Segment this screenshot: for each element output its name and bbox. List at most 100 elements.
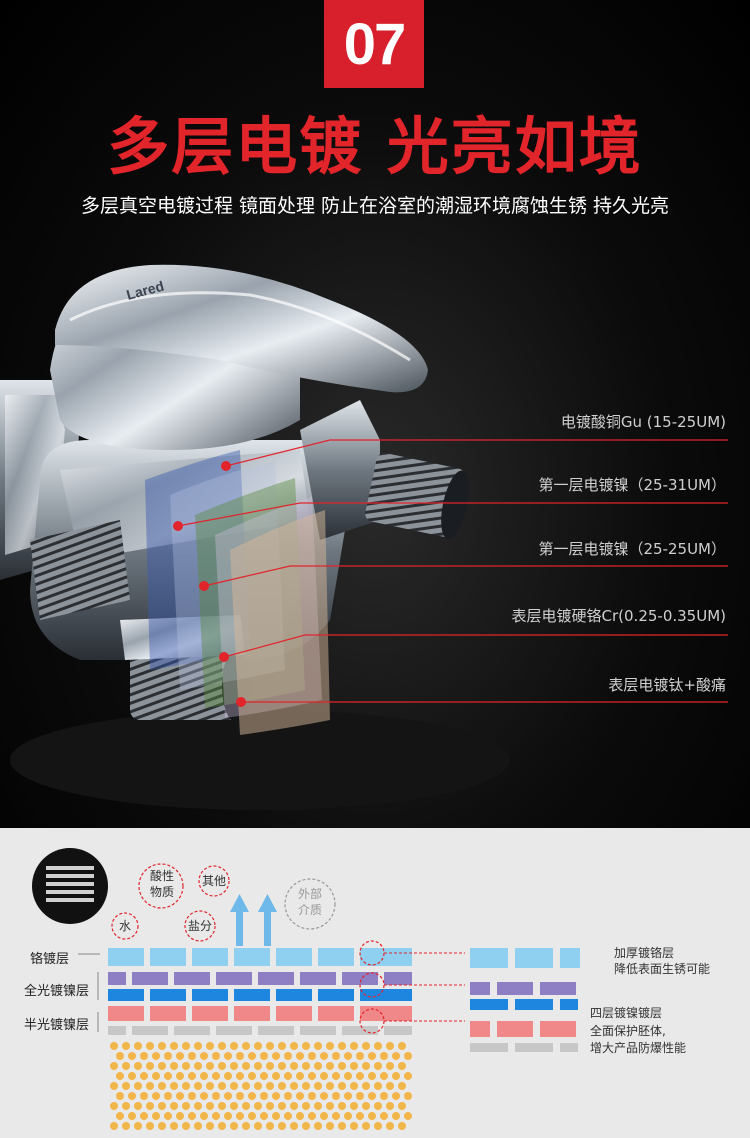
base-dot [164,1052,172,1060]
base-dot [206,1102,214,1110]
base-dot [170,1122,178,1130]
base-dot [152,1092,160,1100]
base-dot [230,1122,238,1130]
base-dot [380,1072,388,1080]
base-dot [188,1072,196,1080]
callout-nickel-2: 第一层电镀镍（25-25UM） [538,540,726,558]
base-dot [122,1102,130,1110]
base-dot [314,1062,322,1070]
base-dot [248,1092,256,1100]
base-dot [266,1102,274,1110]
base-dot [110,1062,118,1070]
base-dot [362,1082,370,1090]
base-dot [308,1072,316,1080]
base-dot [146,1122,154,1130]
note-chrome-2: 降低表面生锈可能 [614,962,711,976]
base-dot [362,1122,370,1130]
base-dot [254,1042,262,1050]
base-dot [176,1072,184,1080]
base-dot [326,1062,334,1070]
base-dot [380,1052,388,1060]
base-dot [278,1102,286,1110]
base-dot [326,1122,334,1130]
base-dot [182,1042,190,1050]
base-dot [398,1042,406,1050]
base-dot [320,1052,328,1060]
base-dot [266,1062,274,1070]
base-dot [194,1042,202,1050]
base-dot [350,1062,358,1070]
base-dot [380,1092,388,1100]
base-dot [194,1082,202,1090]
base-dot [386,1102,394,1110]
label-chrome-layer: 铬镀层 [30,952,70,967]
base-dot [392,1112,400,1120]
base-dot [224,1092,232,1100]
base-dot [386,1042,394,1050]
base-dot [350,1042,358,1050]
base-dot [134,1102,142,1110]
base-dot [392,1072,400,1080]
faucet-illustration: Lared [0,264,728,810]
base-dot [404,1112,412,1120]
base-dot [326,1082,334,1090]
base-dot [326,1042,334,1050]
base-dot [362,1042,370,1050]
base-dot [242,1082,250,1090]
base-dot [302,1062,310,1070]
base-dot [218,1102,226,1110]
base-dot [290,1082,298,1090]
base-dot [116,1112,124,1120]
page-title: 多层电镀 光亮如境 [107,110,643,183]
base-dot [368,1052,376,1060]
base-dot [344,1052,352,1060]
base-dot [182,1082,190,1090]
base-dot [398,1102,406,1110]
base-dot [242,1102,250,1110]
base-dot [332,1112,340,1120]
base-dot [302,1042,310,1050]
base-dot [164,1092,172,1100]
base-dot [140,1052,148,1060]
base-dot [224,1072,232,1080]
base-dot [242,1062,250,1070]
base-dot [200,1112,208,1120]
base-dot [182,1122,190,1130]
base-dot [116,1072,124,1080]
base-dot [254,1102,262,1110]
base-dot [254,1062,262,1070]
page-subtitle: 多层真空电镀过程 镜面处理 防止在浴室的潮湿环境腐蚀生锈 持久光亮 [80,195,670,217]
base-dot [242,1042,250,1050]
base-dot [128,1052,136,1060]
base-dot [284,1092,292,1100]
base-dot [266,1082,274,1090]
base-dot [338,1102,346,1110]
base-dot [344,1092,352,1100]
base-dot [224,1112,232,1120]
base-dot [176,1052,184,1060]
base-dot [356,1052,364,1060]
base-dot [152,1072,160,1080]
base-dot [278,1082,286,1090]
base-dot [134,1082,142,1090]
bubble-acid: 酸性物质 [150,869,175,899]
base-dot [296,1072,304,1080]
base-dot [338,1082,346,1090]
base-dot [230,1082,238,1090]
base-dot [398,1122,406,1130]
base-dot [374,1042,382,1050]
base-dot [200,1092,208,1100]
base-dot [260,1052,268,1060]
base-dot [338,1042,346,1050]
base-dot [218,1062,226,1070]
base-dot [356,1072,364,1080]
note-nickel-3: 增大产品防爆性能 [590,1041,687,1055]
base-dot [314,1042,322,1050]
base-dot [146,1062,154,1070]
base-dot [170,1042,178,1050]
note-nickel-2: 全面保护胚体, [590,1024,666,1038]
base-dot [236,1052,244,1060]
base-dot [116,1052,124,1060]
base-dot [356,1092,364,1100]
